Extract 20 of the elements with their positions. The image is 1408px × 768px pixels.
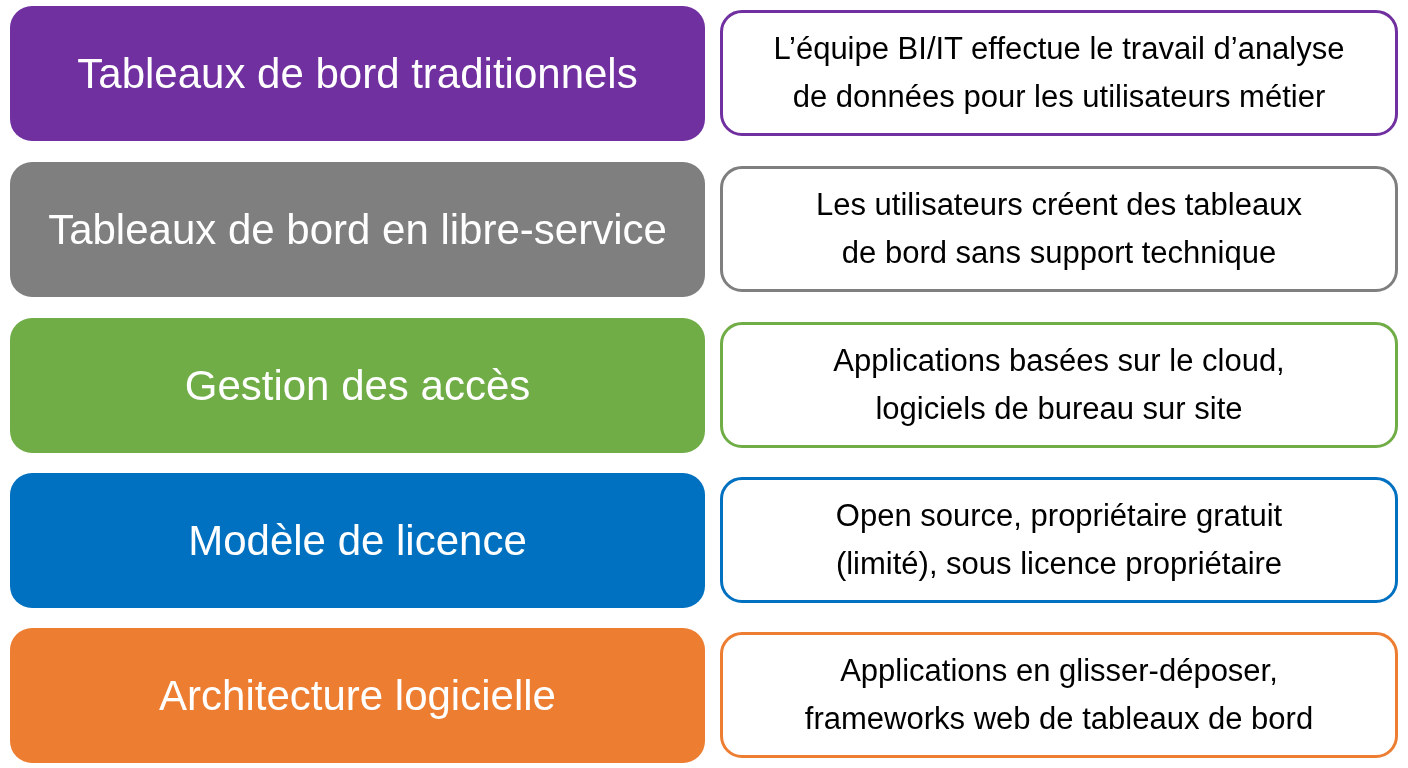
description-text: L’équipe BI/IT effectue le travail d’analyse de données pour les utilisateurs métier: [772, 29, 1346, 116]
description-box: [720, 166, 1398, 292]
category-label: Architecture logicielle: [159, 671, 556, 720]
description-text: Open source, propriétaire gratuit (limité), sous licence propriétaire: [834, 496, 1284, 583]
description-box: [720, 322, 1398, 448]
category-label: Modèle de licence: [188, 516, 527, 565]
description-text: Applications basées sur le cloud, logiciels de bureau sur site: [832, 341, 1286, 428]
description-text: Applications en glisser-déposer, frameworks web de tableaux de bord: [803, 651, 1315, 738]
category-label: Tableaux de bord traditionnels: [77, 49, 638, 98]
description-box: [720, 477, 1398, 603]
description-box: [720, 10, 1398, 136]
category-box: [10, 473, 705, 608]
category-box: [10, 628, 705, 763]
category-box: [10, 318, 705, 453]
category-label: Tableaux de bord en libre-service: [48, 205, 667, 254]
category-box: [10, 162, 705, 297]
category-label: Gestion des accès: [184, 361, 531, 410]
category-box: [10, 6, 705, 141]
description-box: [720, 632, 1398, 758]
description-text: Les utilisateurs créent des tableaux de bord sans support technique: [815, 185, 1303, 272]
